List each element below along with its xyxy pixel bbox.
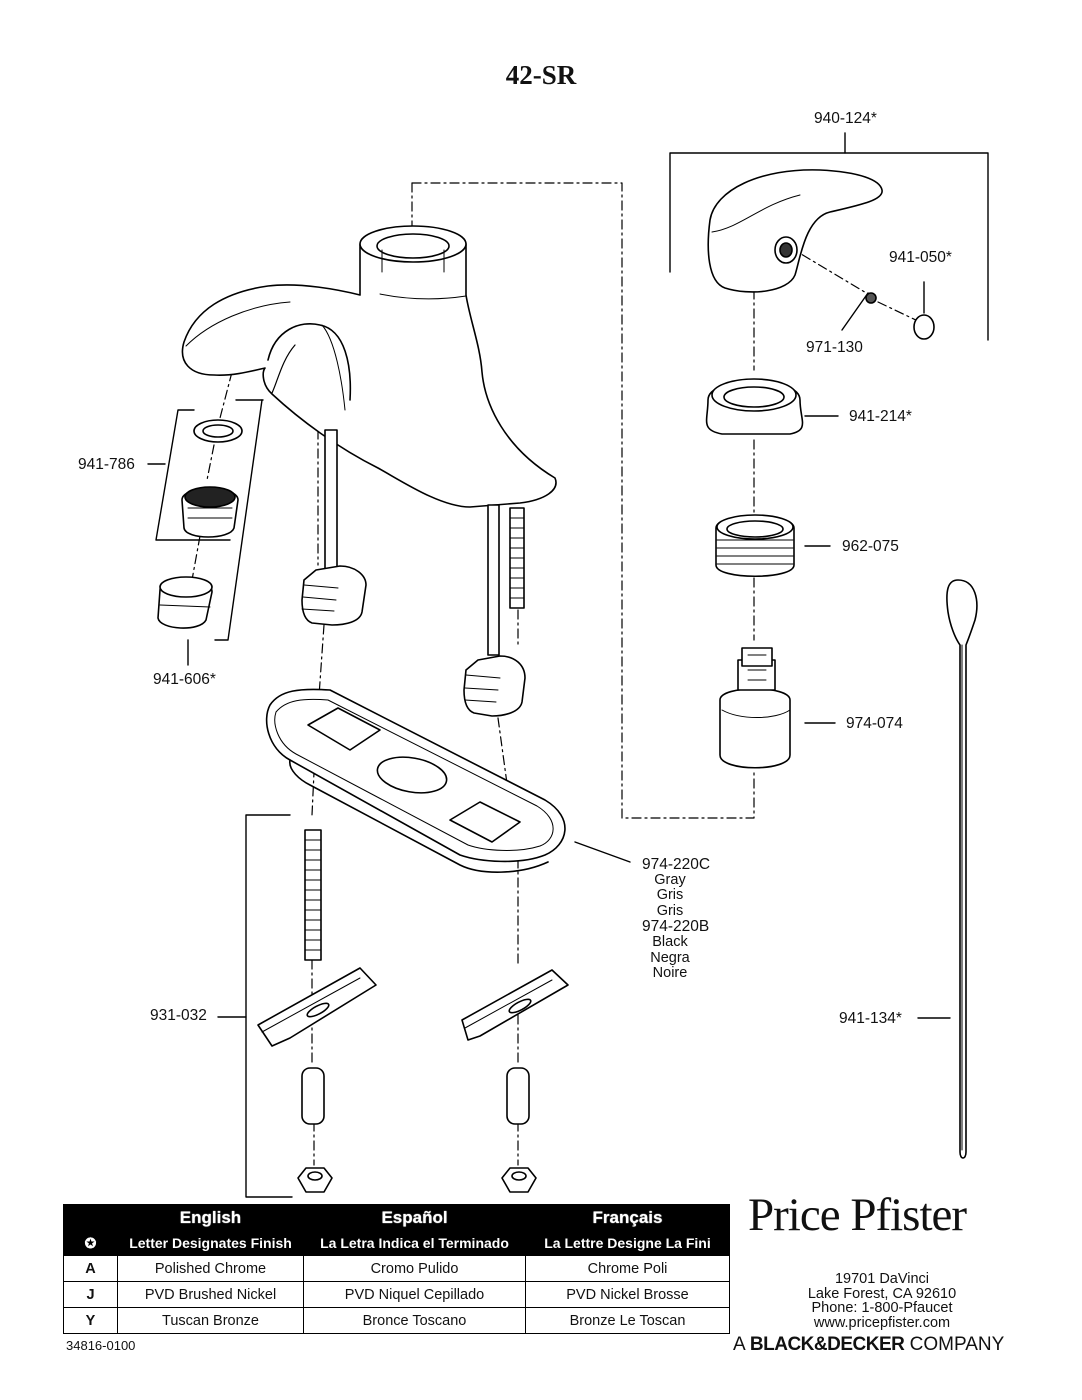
faucet-body xyxy=(181,225,557,508)
part-label-escutcheon-black: 974-220B xyxy=(642,918,710,936)
table-row: A Polished Chrome Cromo Pulido Chrome Po… xyxy=(63,1255,730,1282)
handle-bracket xyxy=(669,152,989,341)
finish-code: A xyxy=(63,1255,118,1282)
escutcheon-finish-labels: 974-220C Gray Gris Gris 974-220B Black N… xyxy=(642,856,711,982)
part-label-nut: 962-075 xyxy=(842,538,899,555)
finish-spanish: Cromo Pulido xyxy=(303,1255,526,1282)
subheader-english: Letter Designates Finish xyxy=(117,1230,304,1256)
parent-suffix: COMPANY xyxy=(909,1334,1005,1355)
parent-company-logo: BLACK&DECKER xyxy=(749,1334,905,1355)
color-black-en: Black xyxy=(652,933,688,950)
language-french: Français xyxy=(525,1204,730,1231)
address-line: Phone: 1-800-Pfaucet xyxy=(811,1300,953,1316)
lift-rod xyxy=(946,579,978,1159)
finish-french: PVD Nickel Brosse xyxy=(525,1281,730,1308)
parent-prefix: A xyxy=(733,1334,745,1355)
finish-french: Chrome Poli xyxy=(525,1255,730,1282)
part-label-handle: 940-124* xyxy=(814,110,877,127)
part-label-screw: 971-130 xyxy=(806,339,863,356)
parent-company: A BLACK&DECKER COMPANY xyxy=(733,1334,1004,1356)
finish-table-subheader: ✪ Letter Designates Finish La Letra Indi… xyxy=(63,1230,730,1256)
brand-logo: Price Pfister xyxy=(748,1189,967,1241)
part-label-aerator-assembly: 941-786 xyxy=(78,456,135,473)
finish-table: English Español Français ✪ Letter Design… xyxy=(63,1204,730,1334)
language-english: English xyxy=(117,1204,304,1231)
aerator-bracket xyxy=(155,409,231,541)
finish-french: Bronze Le Toscan xyxy=(525,1307,730,1334)
finish-code: J xyxy=(63,1281,118,1308)
address-line: 19701 DaVinci xyxy=(834,1271,930,1287)
finish-spanish: Bronce Toscano xyxy=(303,1307,526,1334)
color-gray-fr: Gris xyxy=(656,902,684,919)
color-black-es: Negra xyxy=(650,949,690,966)
part-label-cartridge: 974-074 xyxy=(846,715,903,732)
table-row: J PVD Brushed Nickel PVD Niquel Cepillad… xyxy=(63,1281,730,1308)
aerator-parts xyxy=(157,419,243,629)
part-label-escutcheon-gray: 974-220C xyxy=(642,856,711,873)
finish-spanish: PVD Niquel Cepillado xyxy=(303,1281,526,1308)
finish-table-language-header: English Español Français xyxy=(63,1204,730,1231)
address-line: Lake Forest, CA 92610 xyxy=(807,1285,957,1302)
finish-code: Y xyxy=(63,1307,118,1334)
address-line: www.pricepfister.com xyxy=(813,1314,951,1331)
part-label-aerator-housing: 941-606* xyxy=(153,671,216,688)
finish-english: Tuscan Bronze xyxy=(117,1307,304,1334)
mounting-hardware xyxy=(257,829,569,1193)
language-spanish: Español xyxy=(303,1204,526,1231)
color-black-fr: Noire xyxy=(652,965,688,982)
part-label-button: 941-050* xyxy=(889,249,952,266)
table-row: Y Tuscan Bronze Bronce Toscano Bronze Le… xyxy=(63,1307,730,1334)
finish-key-symbol: ✪ xyxy=(63,1230,118,1256)
subheader-french: La Lettre Designe La Fini xyxy=(525,1230,730,1256)
part-label-mounting-hardware: 931-032 xyxy=(150,1007,207,1024)
finish-english: Polished Chrome xyxy=(117,1255,304,1282)
document-number: 34816-0100 xyxy=(66,1338,136,1353)
page-title: 42-SR xyxy=(505,60,577,90)
handle-parts xyxy=(705,169,935,769)
color-gray-es: Gris xyxy=(656,887,684,904)
part-label-cap: 941-214* xyxy=(849,408,912,425)
subheader-spanish: La Letra Indica el Terminado xyxy=(303,1230,526,1256)
part-label-lift-rod: 941-134* xyxy=(839,1010,902,1027)
mounting-bracket xyxy=(245,814,293,1198)
brand-address: 19701 DaVinci Lake Forest, CA 92610 Phon… xyxy=(766,1272,998,1330)
color-gray-en: Gray xyxy=(654,871,686,888)
faucet-shanks xyxy=(301,429,526,717)
escutcheon-plate xyxy=(265,688,566,873)
finish-english: PVD Brushed Nickel xyxy=(117,1281,304,1308)
finish-table-corner xyxy=(63,1204,118,1231)
